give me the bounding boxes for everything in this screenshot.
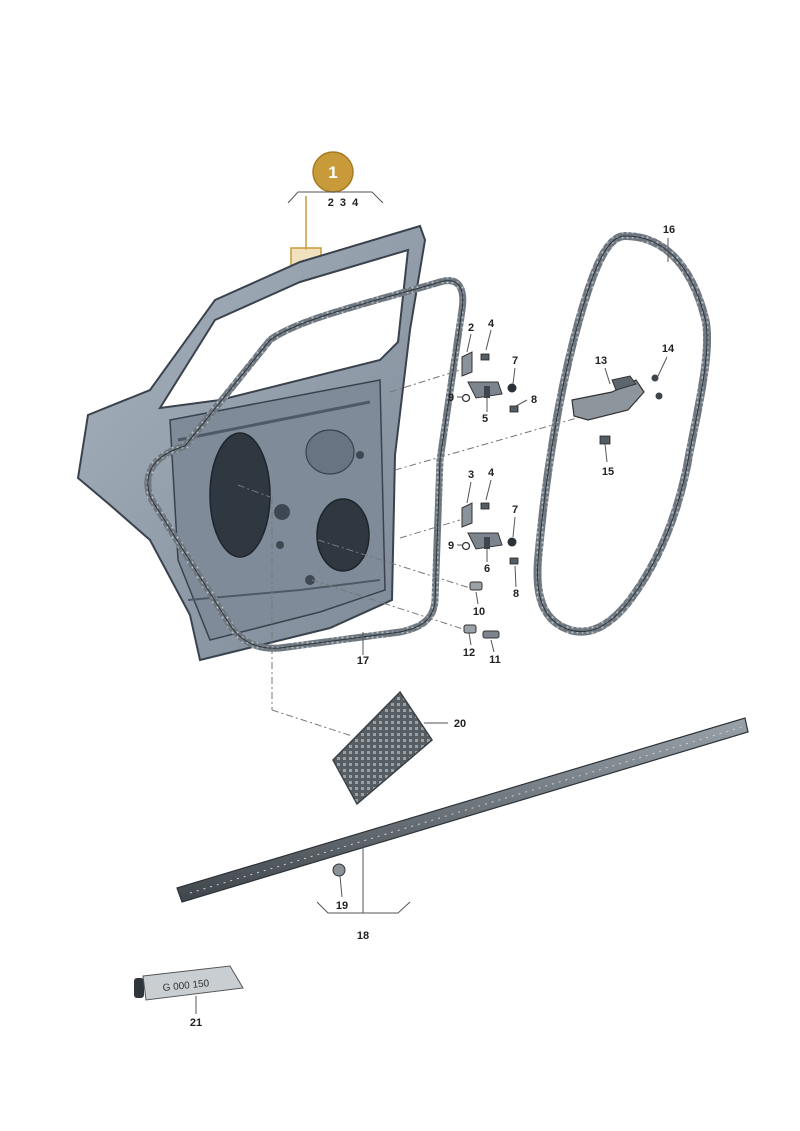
rear-door-shell-icon <box>76 224 427 662</box>
bolt-icons <box>463 581 500 639</box>
callout-15: 15 <box>602 466 614 478</box>
door-hinge-icon-upper <box>461 351 519 413</box>
callout-8-upper: 8 <box>531 394 537 406</box>
callout-17: 17 <box>357 655 369 667</box>
callout-20: 20 <box>454 718 466 730</box>
callout-labels: 2 4 7 8 9 5 3 4 7 9 6 8 10 12 11 13 14 1… <box>190 224 675 1029</box>
sealant-tube-icon: G 000 150 <box>134 965 244 1001</box>
callout-2: 2 <box>468 322 474 334</box>
callout-3: 3 <box>468 469 474 481</box>
callout-7-lower: 7 <box>512 504 518 516</box>
callout-8-lower: 8 <box>513 588 519 600</box>
callout-21: 21 <box>190 1017 202 1029</box>
tube-label: G 000 150 <box>162 978 210 994</box>
callout-9-lower: 9 <box>448 540 454 552</box>
callout-6: 6 <box>484 563 490 575</box>
badge-sub-refs: 2 3 4 <box>328 197 359 209</box>
callout-13: 13 <box>595 355 607 367</box>
callout-5: 5 <box>482 413 488 425</box>
callout-12: 12 <box>463 647 475 659</box>
callout-7-upper: 7 <box>512 355 518 367</box>
callout-10: 10 <box>473 606 485 618</box>
sound-pad-icon <box>332 690 433 806</box>
callout-4-lower: 4 <box>488 467 495 479</box>
callout-14: 14 <box>662 343 675 355</box>
leader-lines <box>195 238 669 1014</box>
door-check-strap-icon <box>571 374 663 445</box>
door-hinge-icon-lower <box>461 502 519 565</box>
callout-4-upper: 4 <box>488 318 495 330</box>
callout-9-upper: 9 <box>448 392 454 404</box>
badge-1-label: 1 <box>328 163 337 182</box>
body-seal-icon <box>533 231 712 636</box>
seal-strip-icon <box>176 717 749 903</box>
callout-18: 18 <box>357 930 369 942</box>
callout-16: 16 <box>663 224 675 236</box>
callout-11: 11 <box>489 654 501 666</box>
callout-19: 19 <box>336 900 348 912</box>
